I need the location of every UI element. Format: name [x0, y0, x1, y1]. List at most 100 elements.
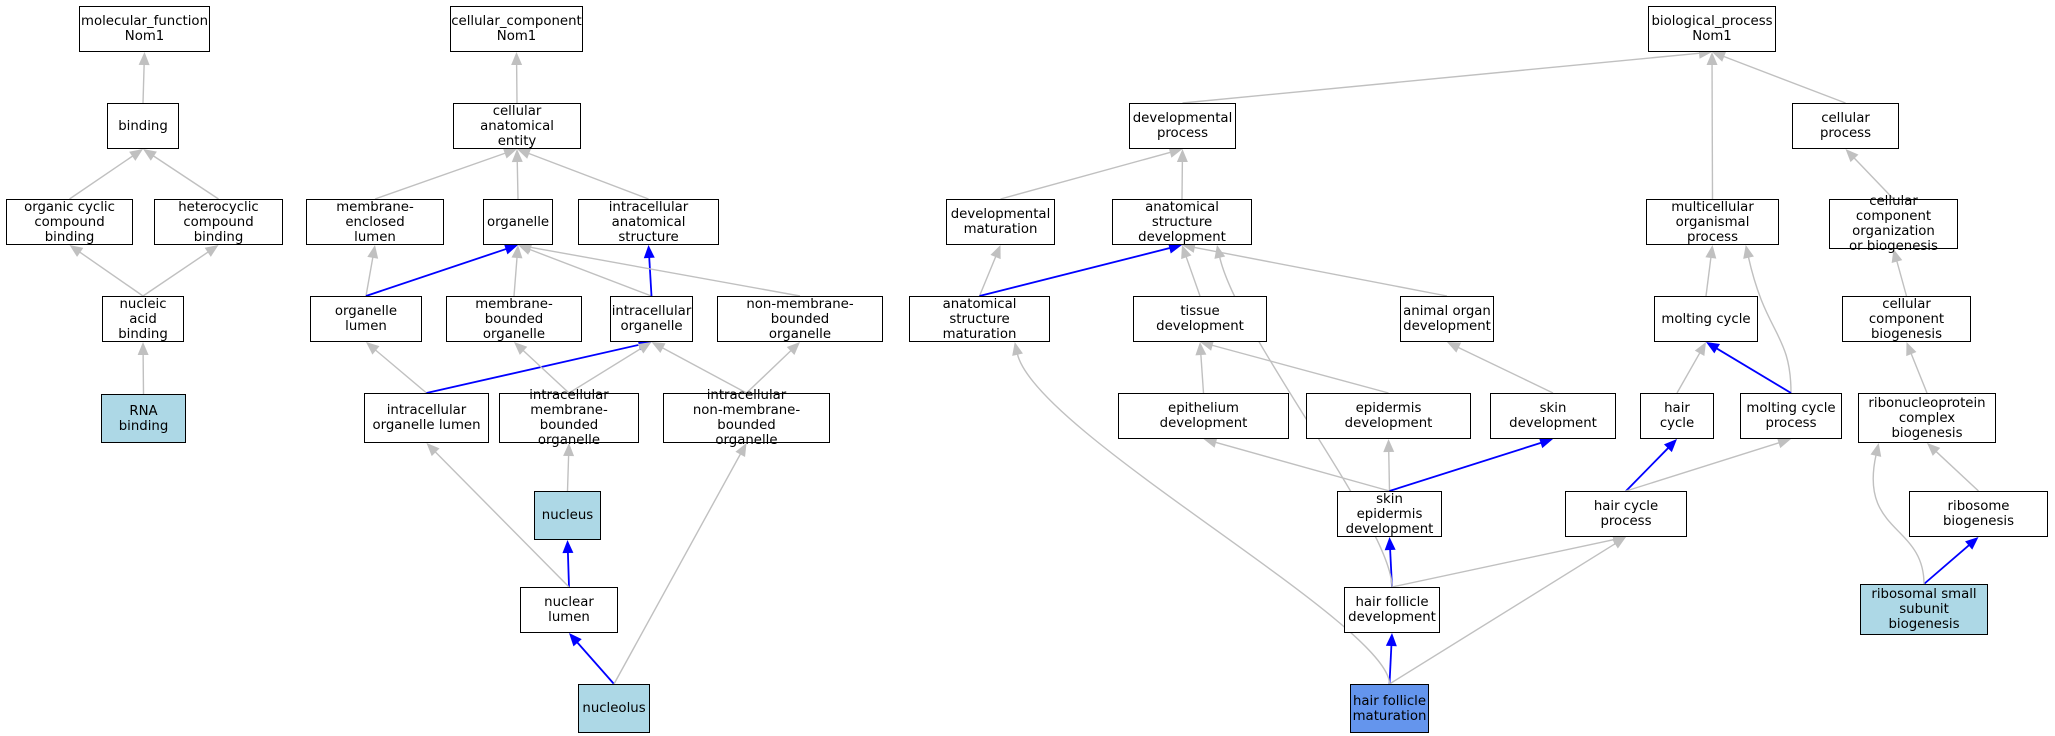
node-rb[interactable]: ribosome biogenesis — [1909, 491, 2048, 537]
node-mf[interactable]: molecular_function Nom1 — [79, 6, 210, 52]
node-label: nucleic acid binding — [118, 296, 168, 342]
edge-mc-mop — [1705, 256, 1712, 297]
node-ol[interactable]: organelle lumen — [310, 296, 422, 342]
node-ed[interactable]: epithelium development — [1118, 393, 1289, 439]
node-rnab[interactable]: RNA binding — [101, 394, 186, 443]
node-hfd[interactable]: hair follicle development — [1344, 587, 1440, 633]
node-hcp[interactable]: hair cycle process — [1565, 491, 1687, 537]
node-asd[interactable]: anatomical structure development — [1112, 199, 1252, 245]
arrowhead-devm-devp — [1168, 147, 1183, 158]
node-mc[interactable]: molting cycle — [1654, 296, 1758, 342]
arrowhead-asm-devm — [990, 245, 1001, 260]
node-label: nuclear lumen — [544, 595, 594, 625]
arrowhead-nab-hcb — [204, 245, 219, 257]
edge-mcp-mc — [1715, 347, 1792, 394]
node-label: epithelium development — [1159, 401, 1248, 431]
edge-aod-asd — [1193, 246, 1448, 297]
node-asm[interactable]: anatomical structure maturation — [909, 296, 1050, 342]
arrowhead-hfd-asd — [1214, 245, 1226, 259]
node-label: heterocyclic compound binding — [178, 199, 259, 245]
edge-inmbo-nmbo — [746, 349, 792, 394]
edge-hfm-hfd — [1388, 644, 1393, 685]
node-epd[interactable]: epidermis development — [1306, 393, 1471, 439]
arrowhead-nl-iol — [426, 443, 440, 457]
edge-epd-td — [1211, 344, 1389, 394]
node-devm[interactable]: developmental maturation — [946, 199, 1055, 245]
node-ocb[interactable]: organic cyclic compound binding — [6, 199, 133, 245]
node-io[interactable]: intracellular organelle — [610, 296, 693, 342]
edge-hcp-hc — [1625, 446, 1670, 492]
node-label: ribosome biogenesis — [1942, 499, 2015, 529]
node-mcp[interactable]: molting cycle process — [1740, 393, 1842, 439]
edge-mel-cae — [374, 152, 506, 200]
node-imbo[interactable]: intracellular membrane-bounded organelle — [499, 388, 639, 448]
arrowhead-mop-bp — [1706, 52, 1718, 66]
node-td[interactable]: tissue development — [1133, 296, 1267, 342]
node-hc[interactable]: hair cycle — [1640, 393, 1714, 439]
node-devp[interactable]: developmental process — [1129, 103, 1236, 149]
arrowhead-hfm-hcp — [1612, 537, 1626, 549]
edge-imbo-io — [568, 347, 642, 394]
node-label: hair cycle — [1659, 401, 1695, 431]
node-rcb[interactable]: ribonucleoprotein complex biogenesis — [1858, 393, 1996, 443]
node-nucleus[interactable]: nucleus — [534, 491, 601, 540]
arrowhead-rnab-nab — [137, 342, 149, 356]
edge-hfm-asm — [1016, 353, 1391, 685]
node-label: developmental maturation — [950, 207, 1051, 237]
edge-mcp-mop — [1747, 256, 1792, 394]
node-hcb[interactable]: heterocyclic compound binding — [154, 199, 283, 245]
node-label: molting cycle process — [1746, 401, 1836, 431]
arrowhead-rb-rcb — [1927, 443, 1941, 456]
node-bp[interactable]: biological_process Nom1 — [1648, 6, 1776, 52]
node-binding[interactable]: binding — [107, 103, 179, 149]
node-organelle[interactable]: organelle — [483, 199, 553, 245]
edge-nab-hcb — [142, 251, 209, 297]
node-nmbo[interactable]: non-membrane-bounded organelle — [717, 296, 883, 342]
node-nl[interactable]: nuclear lumen — [520, 587, 618, 633]
node-cc[interactable]: cellular_component Nom1 — [450, 6, 583, 52]
node-label: hair follicle development — [1348, 595, 1436, 625]
arrowhead-sd-aod — [1447, 342, 1462, 353]
node-ccb[interactable]: cellular component biogenesis — [1842, 296, 1971, 342]
node-nab[interactable]: nucleic acid binding — [102, 296, 184, 342]
node-sed[interactable]: skin epidermis development — [1337, 491, 1442, 537]
arrowhead-hcp-hc — [1663, 439, 1677, 453]
edge-sed-sd — [1389, 441, 1542, 492]
node-iol[interactable]: intracellular organelle lumen — [364, 393, 489, 443]
node-label: intracellular non-membrane-bounded organ… — [692, 388, 801, 448]
node-mbo[interactable]: membrane-bounded organelle — [446, 296, 582, 342]
arrowhead-hfm-hfd — [1385, 633, 1397, 647]
edge-nl-iol — [434, 451, 570, 588]
node-nucleolus[interactable]: nucleolus — [578, 684, 650, 733]
node-cp[interactable]: cellular process — [1792, 103, 1899, 149]
node-label: multicellular organismal process — [1671, 199, 1754, 245]
edge-ocb-binding — [69, 155, 134, 200]
node-hfm[interactable]: hair follicle maturation — [1350, 684, 1429, 733]
edge-iol-io — [426, 343, 640, 394]
node-label: organelle — [486, 214, 550, 230]
node-ccob[interactable]: cellular component organization or bioge… — [1829, 194, 1958, 254]
node-label: organelle lumen — [334, 304, 398, 334]
node-inmbo[interactable]: intracellular non-membrane-bounded organ… — [663, 388, 830, 448]
edge-hc-mc — [1676, 352, 1701, 394]
node-label: non-membrane-bounded organelle — [746, 296, 854, 342]
node-sd[interactable]: skin development — [1490, 393, 1616, 439]
arrowhead-io-ias — [643, 245, 655, 259]
arrowhead-td-asd — [1181, 245, 1192, 260]
arrowhead-hcb-binding — [143, 149, 157, 161]
node-mel[interactable]: membrane-enclosed lumen — [306, 199, 444, 245]
node-ias[interactable]: intracellular anatomical structure — [578, 199, 719, 245]
arrowhead-asm-asd — [1168, 242, 1182, 254]
node-aod[interactable]: animal organ development — [1400, 296, 1494, 342]
node-label: cellular_component Nom1 — [451, 14, 582, 44]
arrowhead-mel-cae — [502, 148, 517, 159]
node-cae[interactable]: cellular anatomical entity — [453, 103, 581, 149]
edge-devp-bp — [1182, 52, 1701, 104]
edge-cp-bp — [1722, 55, 1846, 104]
node-rssb[interactable]: ribosomal small subunit biogenesis — [1860, 584, 1988, 635]
node-label: cellular component organization or bioge… — [1849, 194, 1938, 254]
node-label: biological_process Nom1 — [1651, 14, 1773, 44]
arrowhead-inmbo-nmbo — [786, 342, 800, 355]
arrowhead-hfd-sed — [1384, 537, 1396, 551]
node-mop[interactable]: multicellular organismal process — [1646, 199, 1779, 245]
